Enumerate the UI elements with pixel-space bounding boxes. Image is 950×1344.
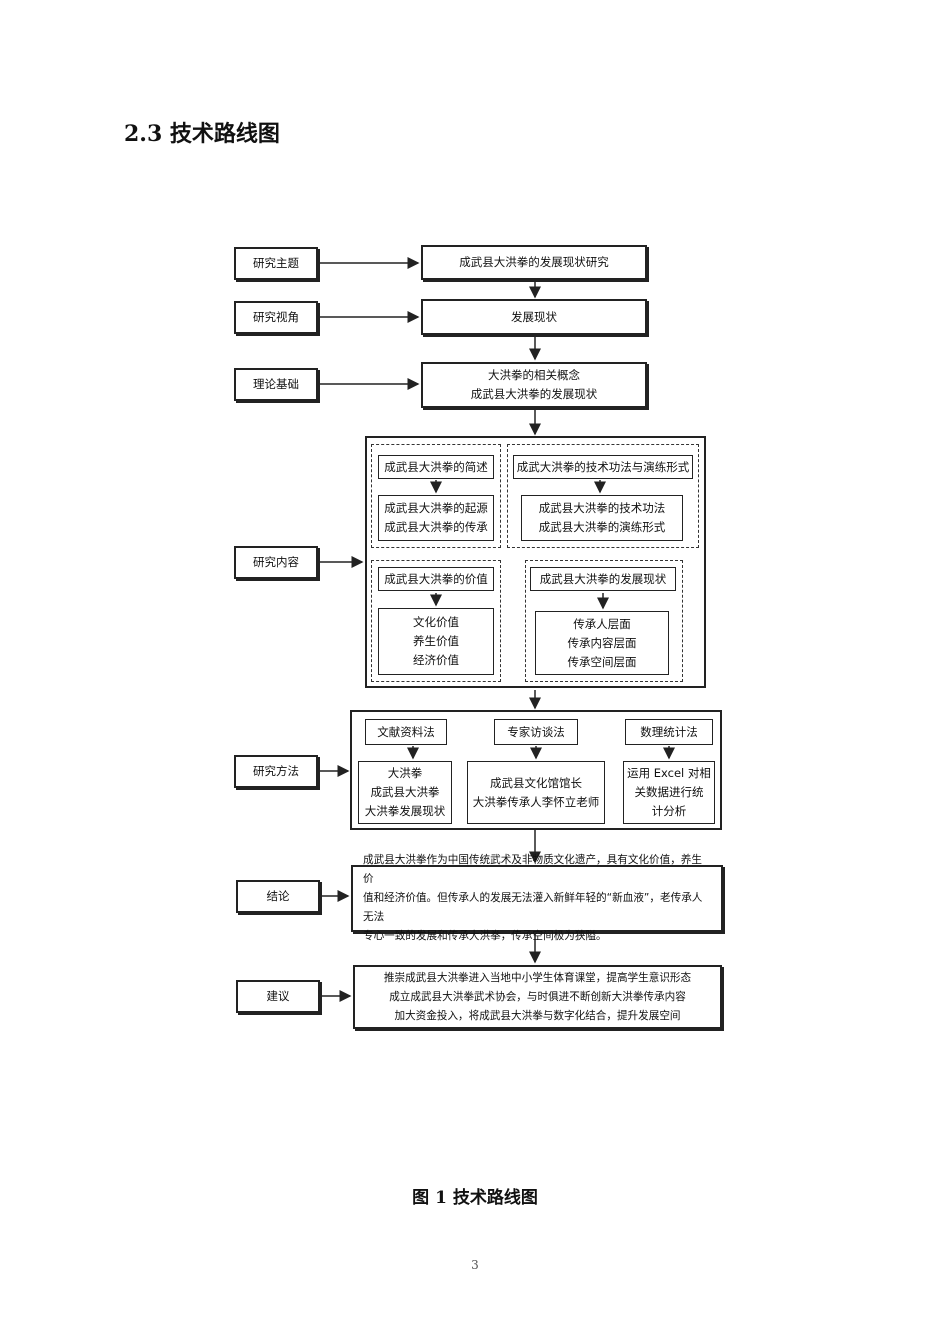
content-group-status [525, 560, 683, 682]
content-group-intro [371, 444, 501, 548]
content-item: 成武县大洪拳的技术功法 [538, 501, 666, 515]
conclusion-line: 值和经济价值。但传承人的发展无法灌入新鲜年轻的“新血液”，老传承人无法 [363, 892, 703, 923]
content-item: 成武县大洪拳的起源 [384, 501, 488, 515]
group-technique-title: 成武大洪拳的技术功法与演练形式 [513, 455, 693, 479]
suggestion-box: 推崇成武县大洪拳进入当地中小学生体育课堂，提高学生意识形态 成立成武县大洪拳武术… [353, 965, 722, 1029]
method-item: 运用 Excel 对相 [627, 766, 711, 780]
content-group-technique [507, 444, 699, 548]
label-research-content: 研究内容 [234, 546, 318, 579]
method-statistics-items: 运用 Excel 对相 关数据进行统 计分析 [623, 761, 715, 824]
label-suggestion: 建议 [236, 980, 320, 1013]
method-item: 成武县大洪拳 [370, 785, 440, 799]
method-literature-title: 文献资料法 [365, 719, 447, 745]
theory-box: 大洪拳的相关概念 成武县大洪拳的发展现状 [421, 362, 647, 408]
content-item: 文化价值 [413, 615, 459, 629]
method-statistics-title: 数理统计法 [625, 719, 713, 745]
method-item: 大洪拳发展现状 [364, 804, 446, 818]
suggestion-line: 成立成武县大洪拳武术协会，与时俱进不断创新大洪拳传承内容 [389, 990, 686, 1003]
research-content-frame [365, 436, 706, 688]
content-item: 成武县大洪拳的传承 [384, 520, 488, 534]
conclusion-line: 专心一致的发展和传承大洪拳，传承空间极为狭隘。 [363, 930, 607, 942]
theory-line: 成武县大洪拳的发展现状 [470, 387, 598, 401]
group-intro-title: 成武县大洪拳的简述 [378, 455, 494, 479]
content-item: 养生价值 [413, 634, 459, 648]
method-item: 关数据进行统 [634, 785, 704, 799]
label-theory-basis: 理论基础 [234, 368, 318, 401]
method-item: 成武县文化馆馆长 [490, 775, 582, 790]
group-technique-items: 成武县大洪拳的技术功法 成武县大洪拳的演练形式 [521, 495, 683, 541]
conclusion-line: 成武县大洪拳作为中国传统武术及非物质文化遗产，具有文化价值，养生价 [363, 854, 702, 885]
conclusion-box: 成武县大洪拳作为中国传统武术及非物质文化遗产，具有文化价值，养生价 值和经济价值… [351, 854, 723, 942]
page-number: 3 [471, 1258, 479, 1272]
content-item: 经济价值 [413, 653, 459, 667]
method-item: 大洪拳传承人李怀立老师 [472, 794, 600, 809]
suggestion-line: 加大资金投入，将成武县大洪拳与数字化结合，提升发展空间 [394, 1009, 681, 1022]
group-value-items: 文化价值 养生价值 经济价值 [378, 608, 494, 675]
content-item: 成武县大洪拳的演练形式 [538, 520, 666, 534]
content-group-value [371, 560, 501, 682]
label-conclusion: 结论 [236, 880, 320, 913]
method-interview-title: 专家访谈法 [494, 719, 578, 745]
group-value-title: 成武县大洪拳的价值 [378, 567, 494, 591]
group-status-items: 传承人层面 传承内容层面 传承空间层面 [535, 611, 669, 675]
group-status-title: 成武县大洪拳的发展现状 [530, 567, 676, 591]
method-item: 大洪拳 [387, 766, 423, 780]
content-item: 传承空间层面 [567, 654, 637, 669]
suggestion-line: 推崇成武县大洪拳进入当地中小学生体育课堂，提高学生意识形态 [383, 971, 692, 984]
label-research-method: 研究方法 [234, 755, 318, 788]
method-interview-items: 成武县文化馆馆长 大洪拳传承人李怀立老师 [467, 761, 605, 824]
figure-caption: 图 1 技术路线图 [412, 1188, 538, 1208]
label-research-topic: 研究主题 [234, 247, 318, 280]
content-item: 传承人层面 [573, 616, 631, 631]
theory-line: 大洪拳的相关概念 [488, 368, 580, 382]
research-method-frame [350, 710, 722, 830]
section-heading: 2.3 技术路线图 [124, 121, 280, 147]
perspective-box: 发展现状 [421, 299, 647, 335]
diagram-connectors [320, 257, 675, 1002]
label-research-perspective: 研究视角 [234, 301, 318, 334]
method-literature-items: 大洪拳 成武县大洪拳 大洪拳发展现状 [358, 761, 452, 824]
content-item: 传承内容层面 [567, 635, 637, 650]
topic-box: 成武县大洪拳的发展现状研究 [421, 245, 647, 280]
group-intro-items: 成武县大洪拳的起源 成武县大洪拳的传承 [378, 495, 494, 541]
method-item: 计分析 [651, 804, 687, 818]
